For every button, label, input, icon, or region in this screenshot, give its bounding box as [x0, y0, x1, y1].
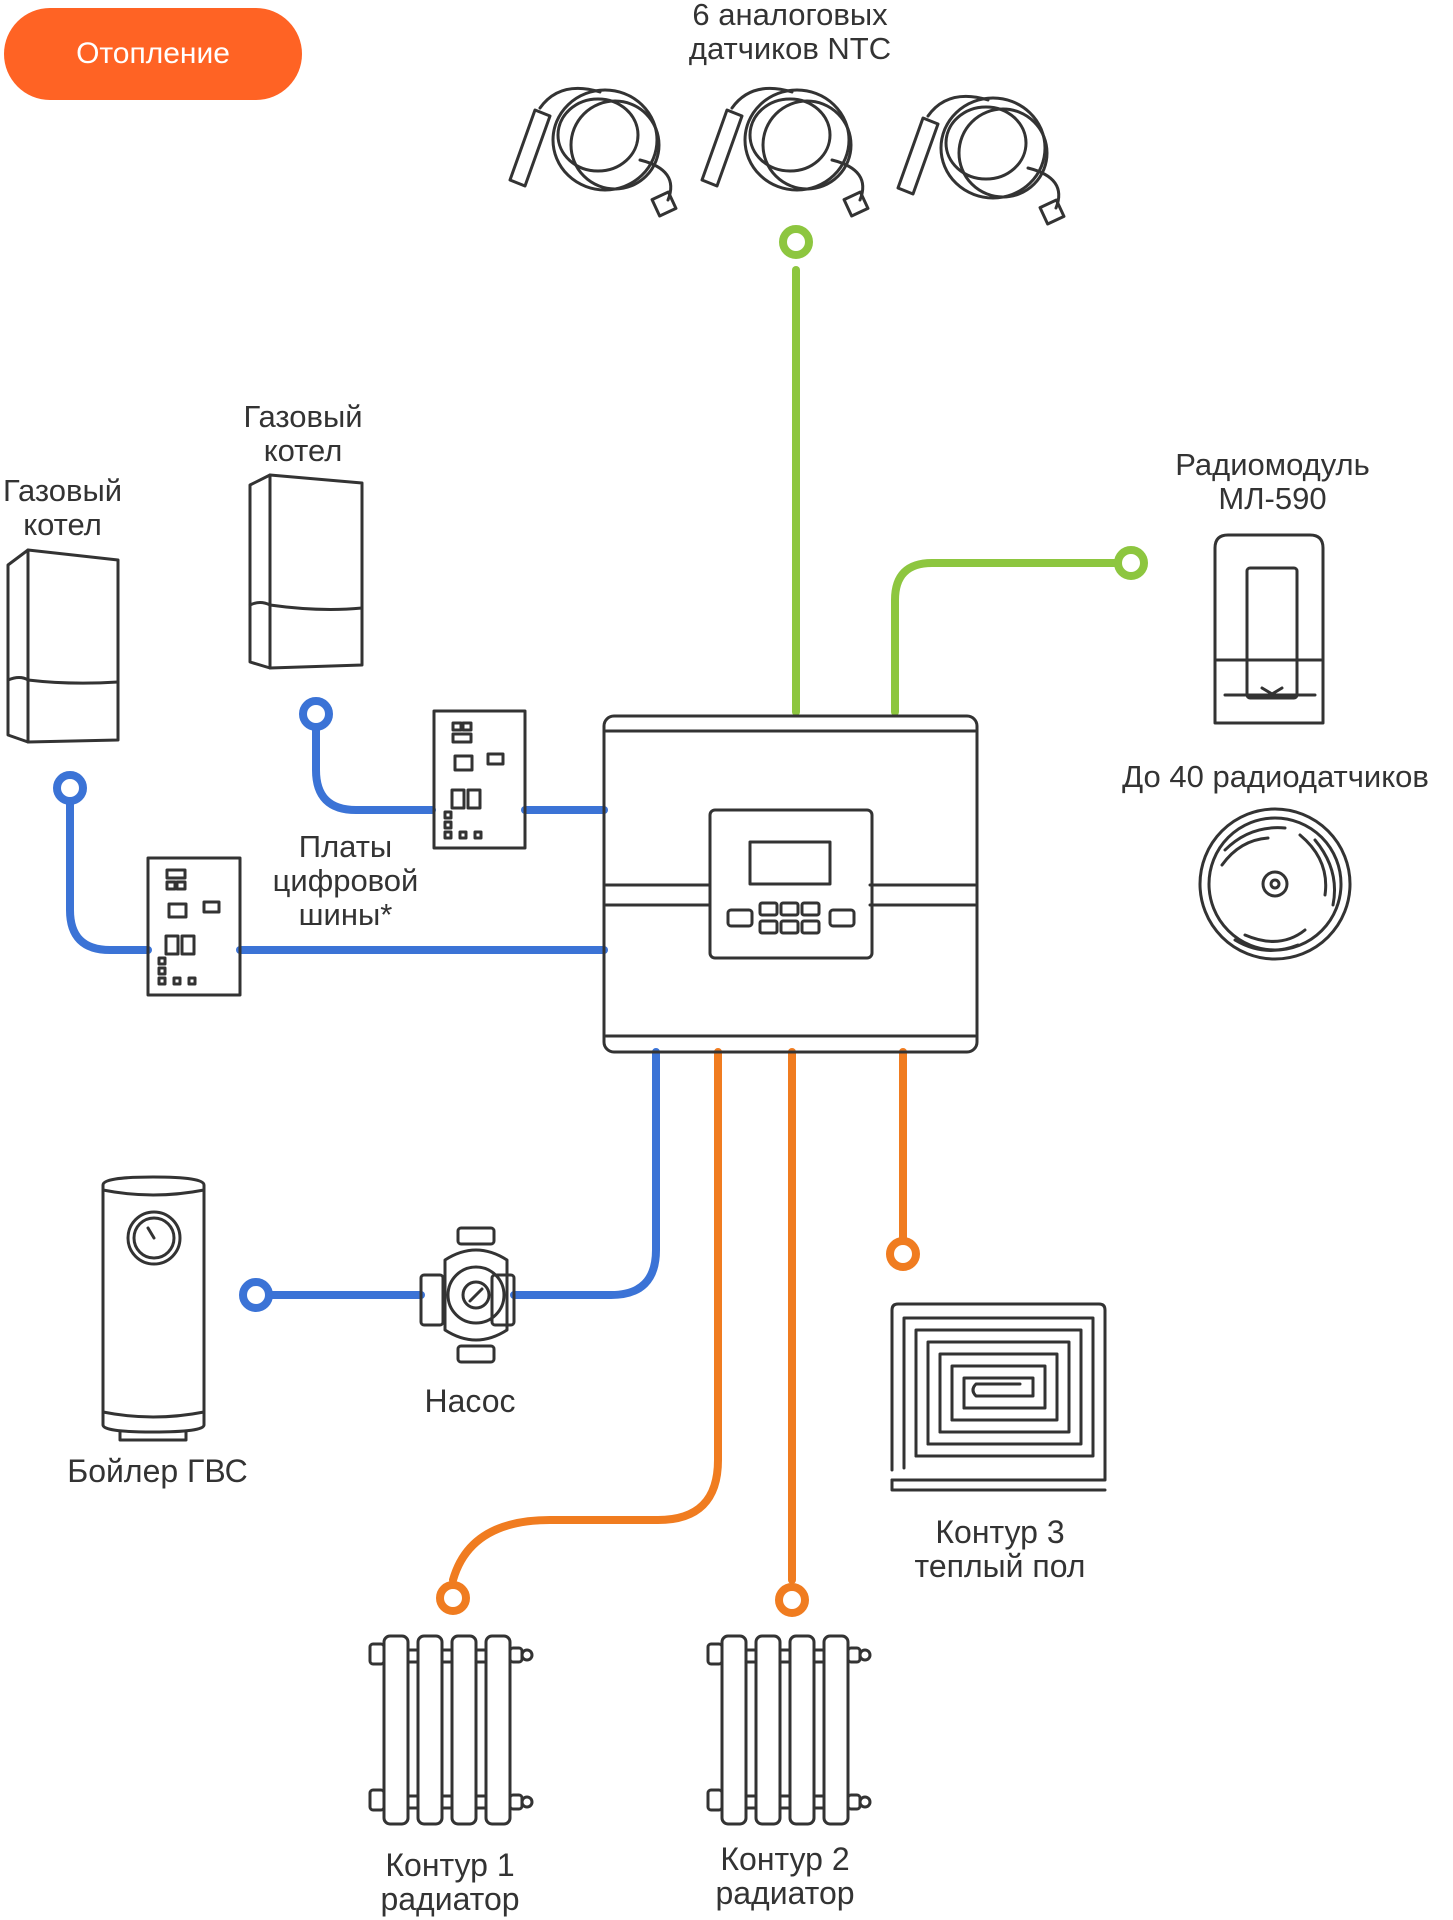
bus-boards-label-line1: Платы [298, 829, 393, 864]
dhw-boiler-label: Бойлер ГВС [67, 1453, 248, 1489]
underfloor-heating-icon [890, 1302, 1107, 1492]
radiator-1-icon [368, 1634, 534, 1826]
ntc-label-line2: датчиков NTC [688, 31, 892, 66]
radio-module-label-line2: МЛ-590 [1218, 481, 1327, 516]
bus-board-bottom-icon [146, 856, 242, 997]
bus-boards-label: Платы цифровой шины* [258, 830, 433, 932]
circuit1-endpoint [436, 1581, 470, 1615]
controller-unit-icon [602, 714, 979, 1054]
circuit2-label: Контур 2 радиатор [680, 1842, 890, 1910]
boiler-mid-label-line1: Газовый [243, 399, 363, 434]
boiler-left-label-line2: котел [23, 507, 102, 542]
pump-icon [419, 1226, 516, 1364]
radio-module-label: Радиомодуль МЛ-590 [1150, 448, 1395, 516]
ntc-sensor-2-icon [700, 86, 870, 218]
ntc-label: 6 аналоговых датчиков NTC [640, 0, 940, 66]
circuit1-connection-line [449, 1048, 722, 1584]
dhw-boiler-icon [101, 1175, 206, 1442]
circuit3-label: Контур 3 теплый пол [880, 1515, 1120, 1583]
circuit3-label-line2: теплый пол [914, 1548, 1086, 1584]
circuit3-label-line1: Контур 3 [935, 1514, 1065, 1550]
circuit1-label-line1: Контур 1 [385, 1847, 515, 1883]
boiler-left-label: Газовый котел [0, 474, 150, 542]
ntc-endpoint [779, 225, 813, 259]
pump-connection-line [510, 1048, 660, 1299]
dhw-endpoint [239, 1278, 273, 1312]
radio-module-icon [1213, 533, 1325, 725]
bus-boards-label-line3: шины* [298, 897, 393, 932]
radio-endpoint [1114, 546, 1148, 580]
bus-boards-label-line2: цифровой [272, 863, 419, 898]
ntc-sensor-1-icon [508, 86, 678, 218]
ntc-label-line1: 6 аналоговых [692, 0, 888, 32]
heating-badge[interactable]: Отопление [4, 8, 302, 100]
boiler-mid-label: Газовый котел [218, 400, 388, 468]
boiler-left-label-line1: Газовый [2, 473, 123, 508]
boiler-left-connection-line [66, 796, 152, 954]
circuit1-label: Контур 1 радиатор [345, 1848, 555, 1916]
boiler-mid-endpoint [299, 697, 333, 731]
radio-module-label-line1: Радиомодуль [1175, 447, 1370, 482]
circuit2-endpoint [775, 1583, 809, 1617]
circuit3-endpoint [886, 1237, 920, 1271]
boiler-mid-label-line2: котел [263, 433, 343, 468]
circuit2-label-line2: радиатор [715, 1875, 855, 1911]
gas-boiler-mid-icon [248, 473, 364, 670]
circuit2-label-line1: Контур 2 [720, 1841, 850, 1877]
boiler-left-endpoint [53, 771, 87, 805]
radio-sensors-label: До 40 радиодатчиков [1122, 759, 1429, 794]
boiler-mid-connection-line [312, 726, 436, 814]
circuit1-label-line2: радиатор [380, 1881, 520, 1917]
radiator-2-icon [706, 1634, 872, 1826]
bus-board-top-icon [432, 709, 527, 850]
gas-boiler-left-icon [6, 548, 120, 744]
radio-sensor-icon [1198, 807, 1352, 961]
ntc-sensor-3-icon [896, 94, 1066, 226]
radio-connection-line [891, 559, 1122, 716]
pump-label: Насос [424, 1383, 516, 1419]
